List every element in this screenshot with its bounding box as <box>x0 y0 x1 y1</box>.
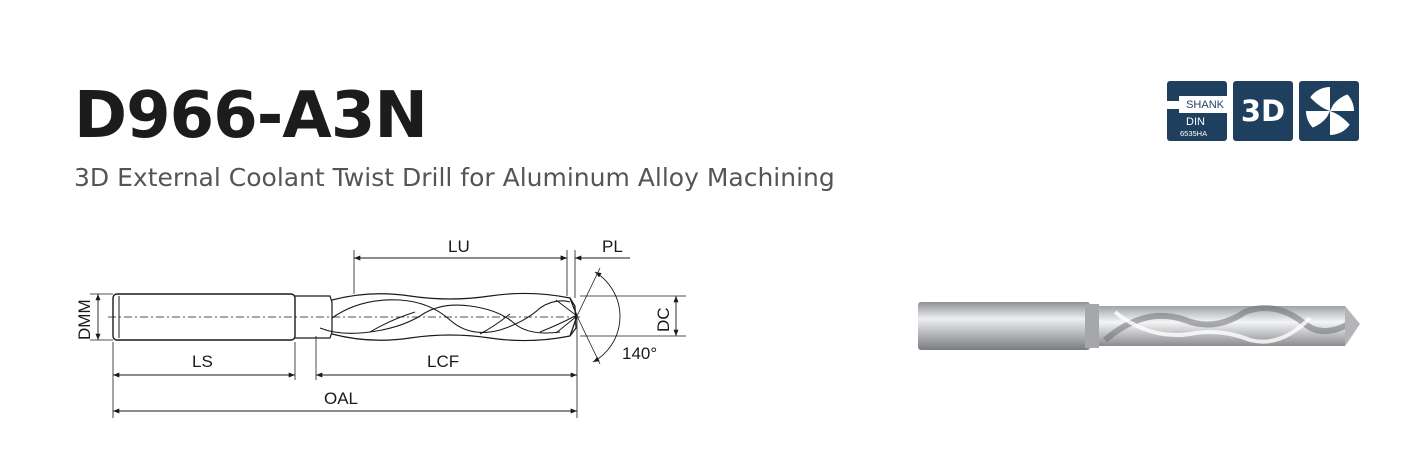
shank-standard: DIN <box>1186 116 1205 128</box>
label-point-angle: 140° <box>622 344 657 363</box>
label-ls: LS <box>192 352 213 371</box>
external-coolant-icon <box>1304 84 1356 138</box>
drill-flute-spiral-2 <box>319 304 561 334</box>
feature-badges: SHANK DIN 6535HA 3D <box>1167 81 1359 141</box>
shank-band <box>1179 96 1227 113</box>
product-title: D966-A3N <box>74 79 428 153</box>
depth-label: 3D <box>1240 94 1286 128</box>
product-subtitle: 3D External Coolant Twist Drill for Alum… <box>74 163 835 192</box>
shank-standard-sub: 6535HA <box>1180 129 1208 138</box>
label-dmm: DMM <box>75 299 94 340</box>
drill-flute-spiral-1 <box>331 299 571 333</box>
drill-product-image <box>918 302 1360 350</box>
depth-badge: 3D <box>1233 81 1293 141</box>
label-dc: DC <box>654 307 673 332</box>
shank-label: SHANK <box>1186 99 1224 111</box>
label-oal: OAL <box>324 389 358 408</box>
shank-icon <box>1167 101 1179 109</box>
shank-badge: SHANK DIN 6535HA <box>1167 81 1227 141</box>
dimension-drawing: LU PL DMM DC LS LCF OAL 140° <box>75 237 686 418</box>
drill-flute-spiral-3 <box>369 311 576 335</box>
drill-image-shank <box>918 302 1090 350</box>
label-pl: PL <box>602 237 623 256</box>
coolant-badge <box>1299 81 1359 141</box>
label-lu: LU <box>448 237 470 256</box>
label-lcf: LCF <box>427 352 459 371</box>
point-angle-arc <box>592 271 621 363</box>
